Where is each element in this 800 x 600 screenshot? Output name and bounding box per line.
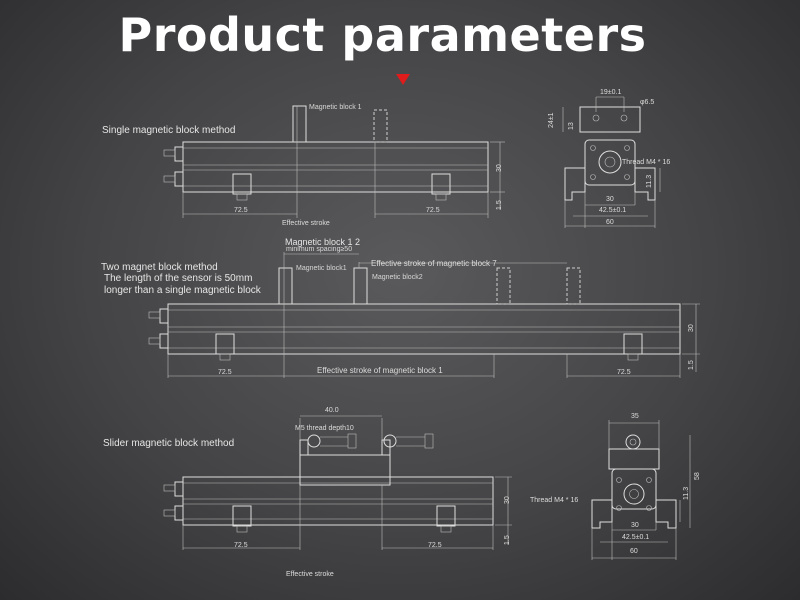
magnet-spacing-label: Magnetic block 1 2 <box>285 237 361 247</box>
magnet-block1-label: Magnetic block1 <box>296 265 347 272</box>
magnet-block2-label: Magnetic block2 <box>372 274 423 281</box>
side-bottom-dim-11: 11.3 <box>683 486 690 500</box>
side-bottom-dim-30: 30 <box>631 522 639 529</box>
single-offset-dim: 1.5 <box>496 200 503 210</box>
side-view-top-drawing <box>562 96 661 228</box>
side-top-dim-13: 13 <box>568 122 575 130</box>
minimum-spacing-label: minimum spacing≥50 <box>286 246 353 253</box>
two-method-note-2: longer than a single magnetic block <box>104 285 261 296</box>
slider-block-drawing <box>163 415 512 550</box>
slider-m5-thread: M5 thread depth10 <box>295 425 354 432</box>
side-top-dim-42: 42.5±0.1 <box>599 207 627 214</box>
side-top-dim-19: 19±0.1 <box>600 89 622 96</box>
side-top-dim-24: 24±1 <box>548 112 555 128</box>
slider-dim-right: 72.5 <box>428 542 442 549</box>
single-method-label: Single magnetic block method <box>102 125 236 136</box>
two-dim-right: 72.5 <box>617 369 631 376</box>
side-top-dim-60: 60 <box>606 219 614 226</box>
side-top-dim-30: 30 <box>606 196 614 203</box>
side-bottom-dim-58: 58 <box>694 472 701 480</box>
slider-height-dim: 30 <box>504 496 511 504</box>
page-title: Product parameters <box>118 8 647 62</box>
two-dim-left: 72.5 <box>218 369 232 376</box>
slider-method-label: Slider magnetic block method <box>103 438 235 449</box>
down-arrow-icon <box>396 74 410 85</box>
stroke-block7-label: Effective stroke of magnetic block 7 <box>371 259 497 268</box>
single-block-drawing <box>163 105 505 218</box>
two-method-label: Two magnet block method <box>101 262 218 273</box>
side-top-dim-hole: φ6.5 <box>640 99 655 106</box>
side-bottom-dim-42: 42.5±0.1 <box>622 534 650 541</box>
side-top-thread: Thread M4 * 16 <box>622 159 671 166</box>
side-bottom-dim-60: 60 <box>630 548 638 555</box>
single-dim-left: 72.5 <box>234 207 248 214</box>
slider-effective-stroke: Effective stroke <box>286 571 334 578</box>
slider-dim-left: 72.5 <box>234 542 248 549</box>
slider-offset-dim: 1.5 <box>504 535 511 545</box>
slider-dim-40: 40.0 <box>325 407 339 414</box>
single-effective-stroke: Effective stroke <box>282 220 330 227</box>
two-height-dim: 30 <box>688 324 695 332</box>
side-bottom-dim-35: 35 <box>631 413 639 420</box>
side-top-dim-11: 11.3 <box>646 174 653 188</box>
magnet-block-1-label: Magnetic block 1 <box>309 104 362 111</box>
single-dim-right: 72.5 <box>426 207 440 214</box>
stroke-block1-label: Effective stroke of magnetic block 1 <box>317 366 443 375</box>
side-view-bottom-drawing <box>591 420 691 560</box>
two-block-drawing <box>148 252 700 378</box>
two-method-note-1: The length of the sensor is 50mm <box>104 273 253 284</box>
two-offset-dim: 1.5 <box>688 360 695 370</box>
single-height-dim: 30 <box>496 164 503 172</box>
side-bottom-thread: Thread M4 * 16 <box>530 497 579 504</box>
